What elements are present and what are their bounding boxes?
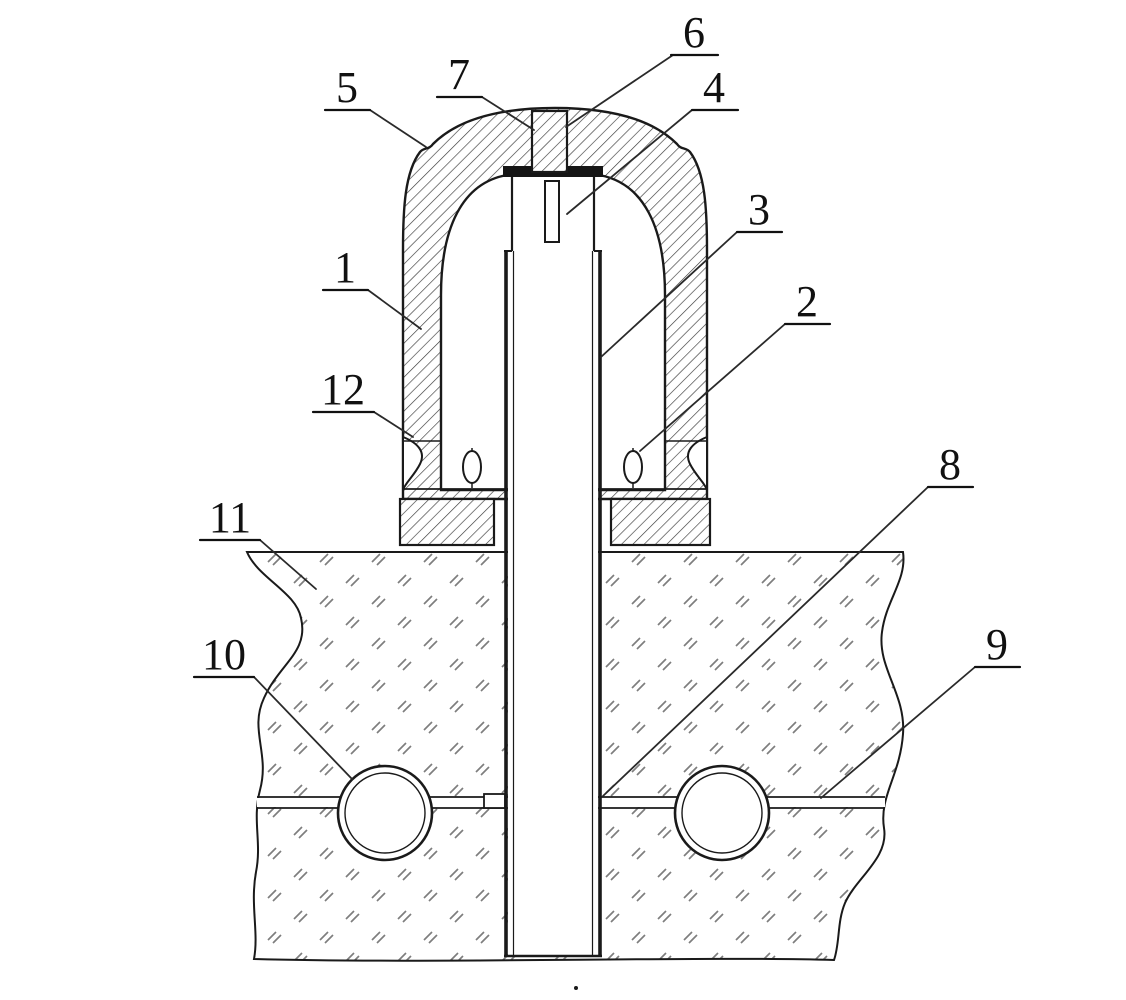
- label-5: 5: [323, 63, 427, 148]
- label-6-leader: [565, 54, 674, 128]
- base-flange-right: [609, 497, 712, 547]
- label-10: 10: [192, 630, 353, 780]
- label-7-leader: [481, 96, 535, 131]
- tube-interior: [508, 251, 598, 957]
- label-6: 6: [565, 8, 720, 128]
- label-12-leader: [373, 411, 414, 438]
- label-2-leader: [639, 323, 786, 452]
- label-11-leader: [259, 539, 317, 590]
- right-wall-groove: [687, 435, 708, 491]
- label-10-leader: [253, 676, 353, 780]
- label-10-text: 10: [202, 630, 246, 679]
- label-7-text: 7: [448, 50, 470, 99]
- right-bolt-hole: [623, 450, 643, 484]
- label-3-leader: [600, 231, 738, 358]
- left-pipe-bore: [336, 764, 434, 862]
- inner-rod: [544, 180, 560, 243]
- label-4-leader: [566, 109, 693, 215]
- label-12-text: 12: [321, 365, 365, 414]
- label-1: 1: [321, 243, 422, 330]
- label-6-text: 6: [683, 8, 705, 57]
- label-8-text: 8: [939, 440, 961, 489]
- label-9: 9: [820, 620, 1022, 799]
- base-flange-left: [398, 497, 496, 547]
- label-1-text: 1: [334, 243, 356, 292]
- left-bolt-hole: [462, 450, 482, 484]
- right-pipe-bore: [673, 764, 771, 862]
- label-3-text: 3: [748, 185, 770, 234]
- bottom-mark: [574, 986, 578, 990]
- label-11: 11: [198, 493, 317, 590]
- label-4-text: 4: [703, 63, 725, 112]
- label-4: 4: [566, 63, 740, 215]
- label-7: 7: [435, 50, 535, 131]
- tube-side-port: [483, 793, 506, 809]
- label-2-text: 2: [796, 277, 818, 326]
- label-5-text: 5: [336, 63, 358, 112]
- label-9-text: 9: [986, 620, 1008, 669]
- label-12: 12: [311, 365, 414, 438]
- label-8: 8: [602, 440, 975, 797]
- center-tube: [503, 166, 603, 958]
- label-5-leader: [369, 109, 427, 148]
- label-9-leader: [820, 666, 976, 799]
- top-plug: [530, 109, 569, 174]
- label-1-leader: [367, 289, 422, 330]
- label-3: 3: [600, 185, 784, 358]
- left-wall-groove: [402, 435, 423, 491]
- label-2: 2: [639, 277, 832, 452]
- label-8-leader: [602, 486, 929, 797]
- label-11-text: 11: [209, 493, 251, 542]
- callout-labels: 6 7 4 5 3 1 2: [192, 8, 1022, 799]
